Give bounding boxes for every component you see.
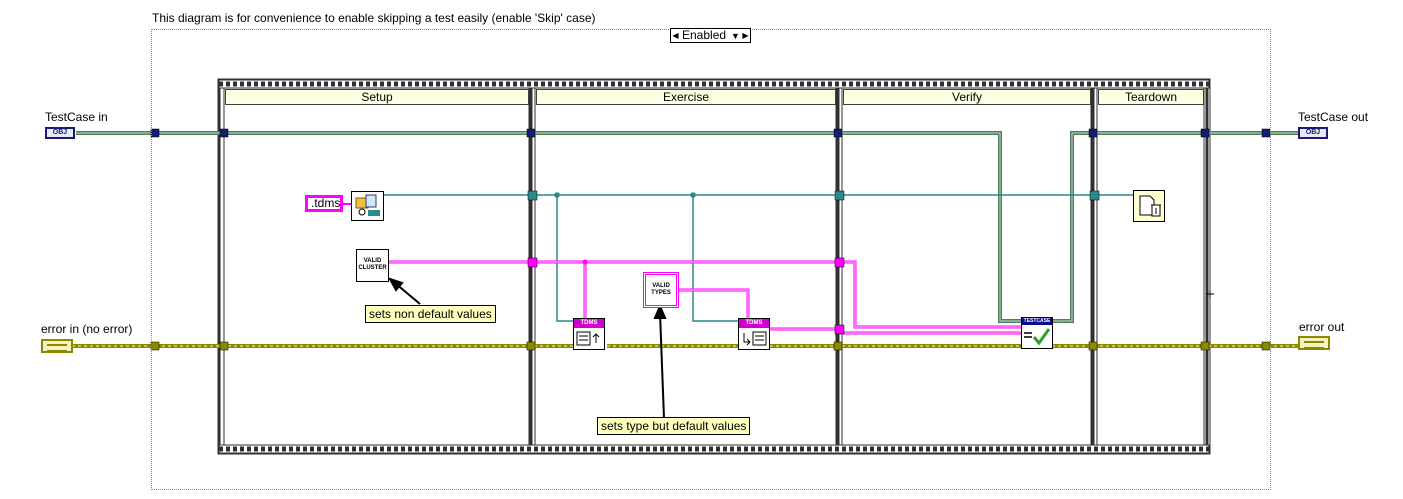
- testcase-out-terminal[interactable]: OBJ: [1298, 127, 1328, 139]
- folder-file-icon: [355, 194, 380, 216]
- tdms-write-icon: [576, 331, 600, 346]
- path-wire: [384, 192, 1133, 322]
- frame-header-exercise: Exercise: [536, 89, 836, 105]
- testcase-tag: TESTCASE: [1022, 318, 1052, 325]
- create-file-path-vi[interactable]: [351, 191, 384, 221]
- error-out-terminal[interactable]: [1298, 336, 1330, 350]
- tdms-read-vi[interactable]: TDMS: [738, 318, 770, 350]
- note-non-default: sets non default values: [365, 305, 496, 323]
- frame-header-teardown: Teardown: [1098, 89, 1204, 105]
- error-out-label: error out: [1299, 320, 1345, 334]
- case-selector[interactable]: ◀ Enabled ▼ ▶: [670, 28, 751, 43]
- diagram-caption: This diagram is for convenience to enabl…: [152, 11, 596, 25]
- tunnels: [150, 128, 1271, 351]
- testcase-in-label: TestCase in: [45, 110, 108, 124]
- valid-cluster-vi[interactable]: VALID CLUSTER: [356, 249, 389, 282]
- testcase-out-label: TestCase out: [1298, 110, 1369, 124]
- previous-case-icon[interactable]: ◀: [672, 31, 679, 40]
- frame-header-setup: Setup: [225, 89, 529, 105]
- case-selector-value: Enabled: [682, 28, 727, 42]
- valid-types-vi[interactable]: VALID TYPES: [643, 272, 679, 308]
- tdms-read-tag: TDMS: [739, 319, 769, 328]
- tdms-read-icon: [743, 331, 767, 346]
- next-case-icon[interactable]: ▶: [742, 31, 749, 40]
- error-in-label: error in (no error): [41, 322, 133, 336]
- tdms-write-vi[interactable]: TDMS: [573, 318, 605, 350]
- dropdown-icon[interactable]: ▼: [731, 30, 740, 41]
- frame-header-verify: Verify: [843, 89, 1091, 105]
- tdms-write-tag: TDMS: [574, 319, 604, 328]
- trash-icon: [1139, 195, 1161, 217]
- testcase-in-terminal[interactable]: OBJ: [45, 127, 75, 139]
- tdms-string-constant[interactable]: .tdms: [305, 195, 343, 212]
- note-type-default: sets type but default values: [597, 417, 751, 435]
- testcase-wire: [76, 131, 1298, 323]
- delete-file-vi[interactable]: [1133, 190, 1165, 222]
- checkmark-icon: [1024, 328, 1051, 346]
- testcase-assert-vi[interactable]: TESTCASE: [1021, 317, 1053, 349]
- error-in-terminal[interactable]: [41, 339, 73, 353]
- cursor-icon: [1206, 290, 1214, 298]
- note-arrows: [387, 277, 667, 419]
